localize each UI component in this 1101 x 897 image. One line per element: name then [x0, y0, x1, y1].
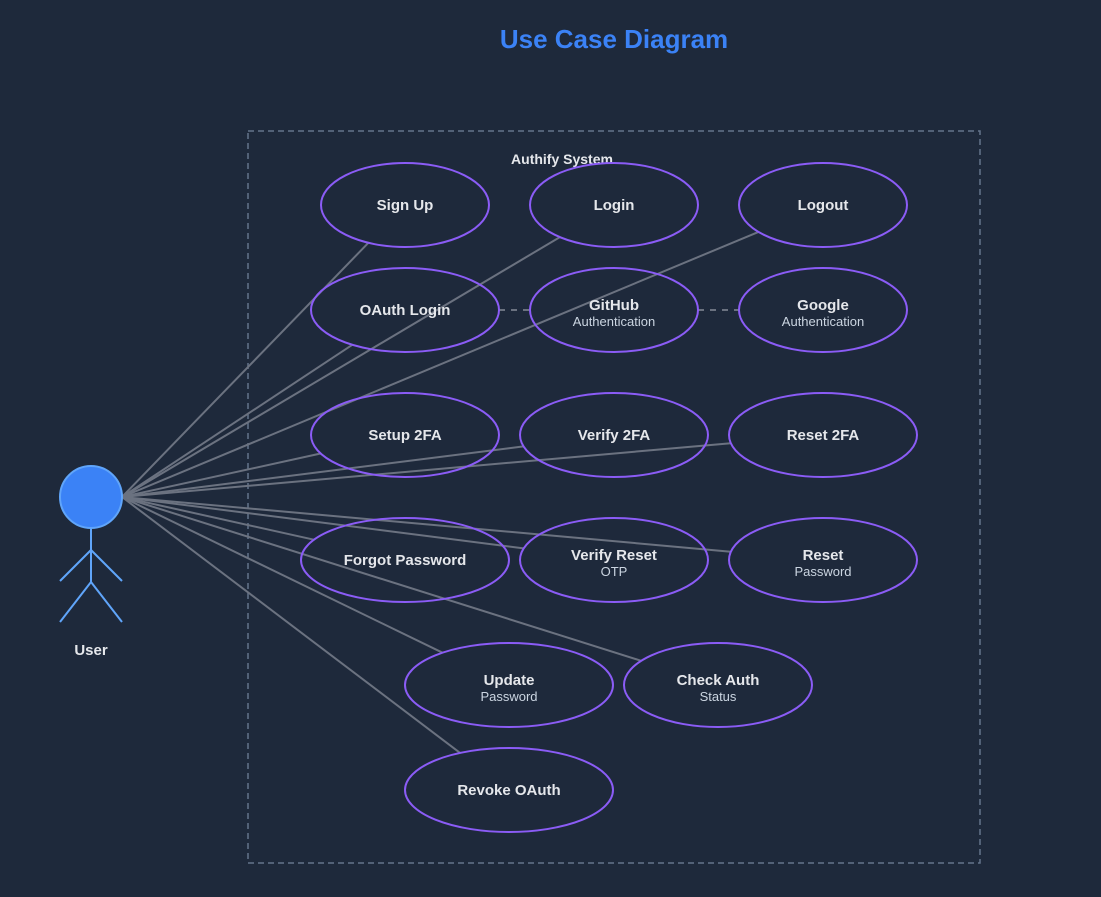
- use-case-ellipse: [310, 392, 500, 478]
- use-case-label: Forgot Password: [344, 552, 467, 569]
- use-case-ellipse: [529, 267, 699, 353]
- use-case-ellipse: [404, 642, 614, 728]
- association-line-reset-password: [121, 496, 731, 553]
- use-case-ellipse: [738, 267, 908, 353]
- use-case-ellipse: [623, 642, 813, 728]
- association-line-login: [121, 236, 561, 498]
- association-line-reset-2fa: [121, 442, 731, 498]
- use-case-ellipse: [738, 162, 908, 248]
- use-case-forgot-password[interactable]: Forgot Password: [300, 517, 510, 603]
- user-actor[interactable]: User: [59, 465, 123, 659]
- use-case-label: Google: [797, 297, 849, 314]
- association-line-verify-2fa: [121, 445, 524, 498]
- use-case-label: Revoke OAuth: [457, 782, 560, 799]
- use-case-oauth-login[interactable]: OAuth Login: [310, 267, 500, 353]
- use-case-label: Sign Up: [377, 197, 434, 214]
- association-line-verify-reset-otp: [121, 496, 524, 550]
- actor-leg-left: [59, 581, 92, 623]
- actor-leg-right: [90, 581, 123, 623]
- use-case-label: Verify 2FA: [578, 427, 651, 444]
- association-line-update-password: [121, 496, 443, 654]
- use-case-ellipse: [519, 517, 709, 603]
- use-case-label: Verify Reset: [571, 547, 657, 564]
- actor-arm-left: [59, 549, 92, 582]
- use-case-sublabel: Password: [794, 564, 851, 579]
- use-case-ellipse: [728, 392, 918, 478]
- use-case-sublabel: Authentication: [573, 314, 655, 329]
- association-lines: [121, 230, 759, 754]
- use-case-sublabel: OTP: [601, 564, 628, 579]
- use-case-label: Logout: [798, 197, 849, 214]
- association-line-forgot-password: [121, 496, 315, 541]
- use-case-setup-2fa[interactable]: Setup 2FA: [310, 392, 500, 478]
- use-case-sublabel: Authentication: [782, 314, 864, 329]
- association-line-oauth-login: [121, 343, 353, 498]
- association-line-check-auth-status: [121, 496, 642, 662]
- association-line-setup-2fa: [121, 452, 321, 498]
- use-case-logout[interactable]: Logout: [738, 162, 908, 248]
- use-case-label: OAuth Login: [360, 302, 451, 319]
- association-line-logout: [121, 230, 759, 498]
- use-case-sublabel: Password: [480, 689, 537, 704]
- use-case-ellipse: [310, 267, 500, 353]
- use-case-ellipse: [300, 517, 510, 603]
- association-line-revoke-oauth: [121, 496, 461, 754]
- use-case-login[interactable]: Login: [529, 162, 699, 248]
- use-case-revoke-oauth[interactable]: Revoke OAuth: [404, 747, 614, 833]
- use-case-ellipse: [728, 517, 918, 603]
- actor-label: User: [74, 642, 108, 659]
- use-case-sublabel: Status: [700, 689, 737, 704]
- system-label: Authify System: [511, 151, 613, 167]
- use-case-ellipse: [404, 747, 614, 833]
- use-case-label: Reset 2FA: [787, 427, 860, 444]
- use-case-label: GitHub: [589, 297, 639, 314]
- use-case-ellipse: [519, 392, 709, 478]
- use-case-label: Setup 2FA: [368, 427, 442, 444]
- system-boundary: [247, 130, 981, 864]
- use-case-label: Update: [484, 672, 535, 689]
- use-case-sign-up[interactable]: Sign Up: [320, 162, 490, 248]
- diagram-title: Use Case Diagram: [500, 24, 728, 54]
- use-case-label: Login: [594, 197, 635, 214]
- use-case-ellipse: [529, 162, 699, 248]
- use-case-label: Reset: [803, 547, 844, 564]
- actor-head: [59, 465, 123, 529]
- use-case-ellipse: [320, 162, 490, 248]
- use-case-verify-2fa[interactable]: Verify 2FA: [519, 392, 709, 478]
- use-case-label: Check Auth: [677, 672, 760, 689]
- use-case-reset-2fa[interactable]: Reset 2FA: [728, 392, 918, 478]
- actor-arm-right: [90, 549, 123, 582]
